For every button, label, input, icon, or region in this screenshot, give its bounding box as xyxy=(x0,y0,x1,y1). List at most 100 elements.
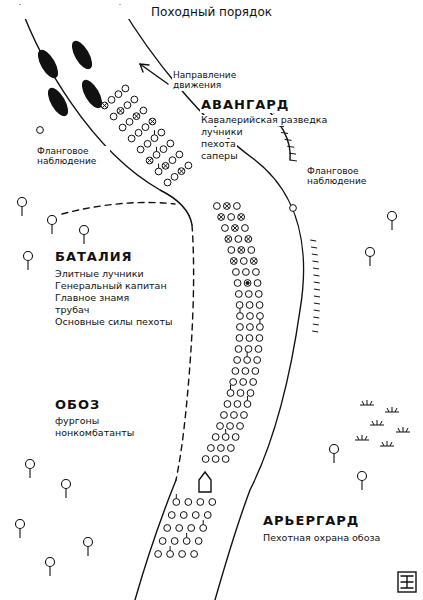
soldier xyxy=(238,247,245,254)
soldier xyxy=(188,525,195,532)
soldier xyxy=(153,151,160,158)
map-label: Основные силы пехоты xyxy=(54,317,173,328)
soldier xyxy=(191,551,198,558)
soldier xyxy=(250,258,257,265)
marsh-tuft xyxy=(362,400,372,405)
monogram xyxy=(401,576,413,588)
soldier xyxy=(115,91,122,98)
soldier xyxy=(236,335,243,342)
tree-crown xyxy=(84,538,93,547)
soldier xyxy=(290,205,297,212)
hachure xyxy=(313,317,319,318)
map-label: Пехотная охрана обоза xyxy=(262,533,404,544)
map-label: пехота xyxy=(200,139,237,150)
soldier xyxy=(164,525,171,532)
pike-mark xyxy=(176,494,177,499)
soldier xyxy=(228,247,235,254)
soldier xyxy=(244,357,251,364)
soldier xyxy=(232,368,239,375)
archer-mark xyxy=(251,259,256,264)
pike-mark xyxy=(239,308,240,313)
archer-mark xyxy=(163,163,168,168)
hachure xyxy=(285,139,292,140)
soldier xyxy=(242,225,249,232)
map-label: Направление движения xyxy=(172,70,246,91)
soldier xyxy=(245,236,252,243)
ridge xyxy=(262,105,290,160)
soldier xyxy=(256,302,263,309)
soldier xyxy=(128,135,135,142)
hachure xyxy=(313,275,319,276)
soldier xyxy=(247,313,254,320)
pike-mark xyxy=(186,533,187,538)
soldier xyxy=(146,157,153,164)
soldier xyxy=(173,499,180,506)
soldier xyxy=(227,390,234,397)
soldier xyxy=(254,357,261,364)
soldier xyxy=(185,499,192,506)
marsh-tuft xyxy=(398,427,408,432)
soldier xyxy=(110,113,117,120)
road-edge-dashed xyxy=(176,225,194,480)
cavalry xyxy=(34,38,106,120)
soldier xyxy=(155,168,162,175)
soldier xyxy=(171,538,178,545)
soldier xyxy=(230,379,237,386)
archer-mark xyxy=(231,259,236,264)
soldier xyxy=(233,203,240,210)
soldier xyxy=(234,280,241,287)
soldier xyxy=(131,96,138,103)
soldier xyxy=(137,146,144,153)
hachure xyxy=(314,303,320,304)
soldier xyxy=(252,368,259,375)
soldier xyxy=(238,214,245,221)
officer-mark xyxy=(246,281,249,284)
soldier xyxy=(250,379,257,386)
wagon xyxy=(199,472,211,492)
soldier xyxy=(192,512,199,519)
soldier xyxy=(124,102,131,109)
soldier xyxy=(227,445,234,452)
tree-crown xyxy=(26,460,35,469)
soldier xyxy=(247,324,254,331)
soldier xyxy=(254,280,261,287)
soldier xyxy=(222,434,229,441)
soldier xyxy=(230,258,237,265)
archer-mark xyxy=(118,108,123,113)
soldier xyxy=(223,203,230,210)
cavalry-rider xyxy=(68,38,96,73)
soldier xyxy=(162,162,169,169)
soldier xyxy=(169,157,176,164)
archer-mark xyxy=(147,158,152,163)
map-label: нонкомбатанты xyxy=(54,428,135,439)
soldier xyxy=(195,538,202,545)
direction-arrow xyxy=(140,64,168,84)
soldier xyxy=(228,214,235,221)
soldier xyxy=(243,269,250,276)
archer-mark xyxy=(179,169,184,174)
marsh-tuft xyxy=(357,435,367,440)
pike-mark xyxy=(203,520,204,525)
soldier xyxy=(253,269,260,276)
soldier xyxy=(159,538,166,545)
soldier xyxy=(179,551,186,558)
soldier xyxy=(151,135,158,142)
archer-mark xyxy=(226,237,231,242)
soldier xyxy=(133,113,140,120)
soldier xyxy=(117,107,124,114)
soldier xyxy=(233,269,240,276)
soldier xyxy=(255,346,262,353)
soldier xyxy=(234,401,241,408)
soldier xyxy=(247,390,254,397)
pike-mark xyxy=(230,385,231,390)
tree-crown xyxy=(62,480,71,489)
hachure xyxy=(313,268,319,269)
soldier xyxy=(245,291,252,298)
soldier xyxy=(178,168,185,175)
hachure xyxy=(289,153,296,154)
soldier xyxy=(232,434,239,441)
soldier xyxy=(171,173,178,180)
soldier xyxy=(167,551,174,558)
soldier xyxy=(218,214,225,221)
